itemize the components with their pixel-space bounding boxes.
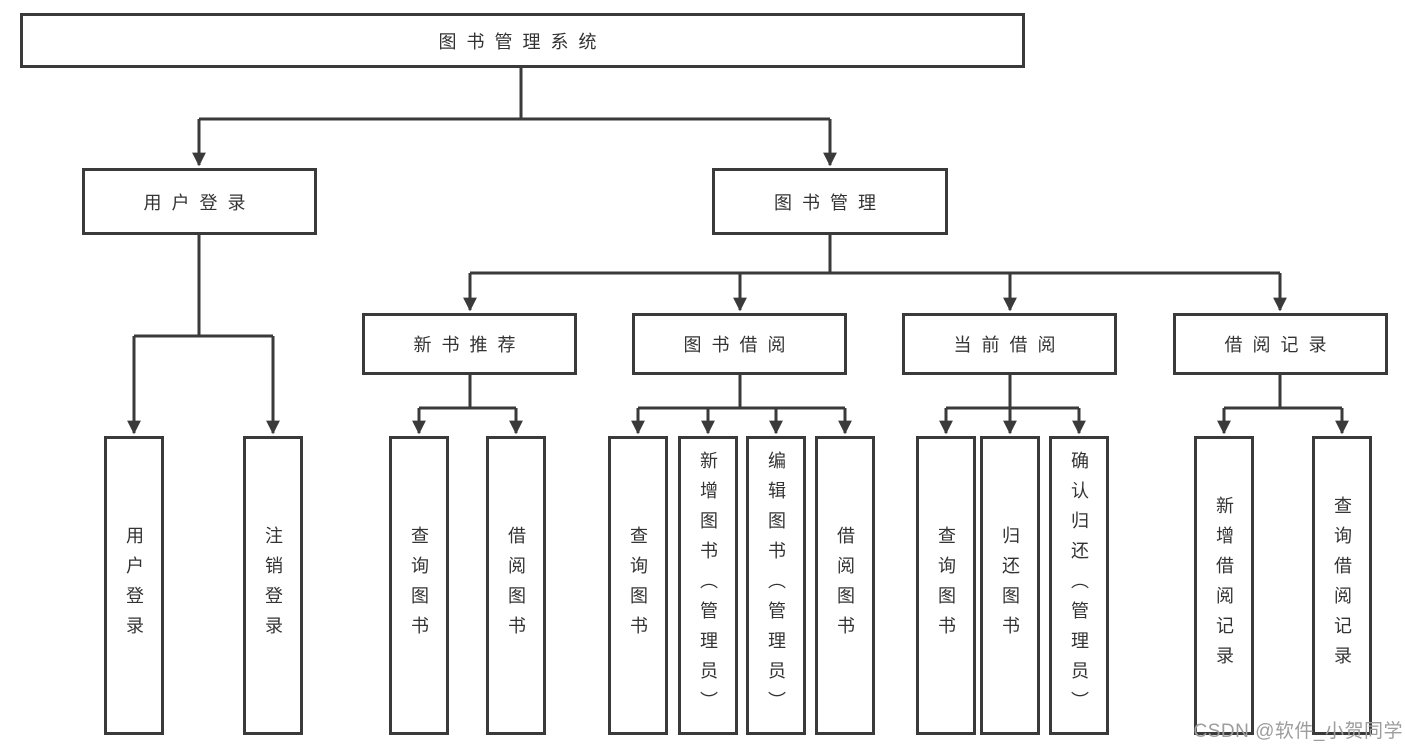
connector-user-login-children [127,235,280,435]
node-leaf-confirm-return-admin: 确认归还（管理员） [1049,436,1109,735]
node-leaf-add-borrow-record: 新增借阅记录 [1194,436,1254,735]
node-book-borrow: 图书借阅 [632,313,847,375]
node-user-login: 用户登录 [82,168,317,235]
connector-line [946,375,1079,410]
node-leaf-query-books-1: 查询图书 [389,436,449,735]
node-current-borrow: 当前借阅 [902,313,1117,375]
node-leaf-return-books: 归还图书 [980,436,1040,735]
connector-current-borrow-children [939,375,1086,435]
node-leaf-add-books-admin: 新增图书（管理员） [678,436,738,735]
node-leaf-logout: 注销登录 [243,436,303,735]
watermark: CSDN @软件_小贺同学 [1193,721,1403,742]
connector-root-to-level2 [192,68,837,167]
node-new-book-recommend: 新书推荐 [362,313,577,375]
node-leaf-user-login: 用户登录 [104,436,164,735]
connector-line [1224,375,1342,410]
node-book-management: 图书管理 [712,168,948,235]
connector-line [134,235,273,338]
node-leaf-query-books-2: 查询图书 [608,436,668,735]
node-leaf-borrow-books-1: 借阅图书 [486,436,546,735]
connector-line [419,375,516,410]
connector-book-borrow-children [631,375,852,435]
connector-book-management-children [463,235,1287,312]
node-library-management-system: 图书管理系统 [20,13,1025,68]
connector-new-book-recommend-children [412,375,523,435]
node-leaf-borrow-books-2: 借阅图书 [815,436,875,735]
node-borrow-records: 借阅记录 [1173,313,1388,375]
node-leaf-query-books-3: 查询图书 [916,436,976,735]
connector-line [199,68,830,121]
connector-line [470,235,1280,275]
connector-borrow-records-children [1217,375,1349,435]
node-leaf-query-borrow-record: 查询借阅记录 [1312,436,1372,735]
connector-line [638,375,845,410]
node-leaf-edit-books-admin: 编辑图书（管理员） [746,436,806,735]
